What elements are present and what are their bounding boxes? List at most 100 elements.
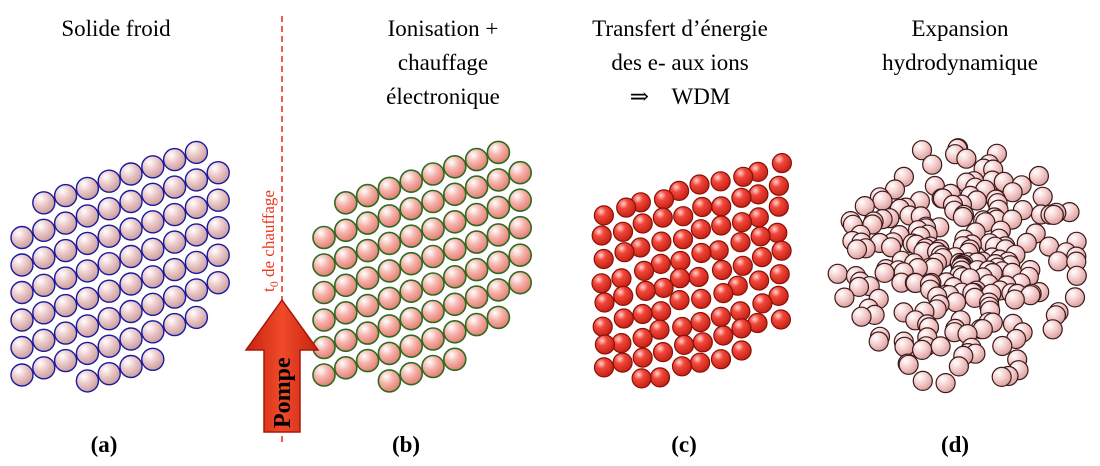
atom-icon <box>10 225 34 250</box>
atom-icon <box>653 189 675 210</box>
atom-icon <box>635 280 656 301</box>
atom-icon <box>653 277 674 298</box>
atom-icon <box>355 238 380 263</box>
atom-icon <box>770 309 792 330</box>
atom-icon <box>32 328 56 352</box>
atom-icon <box>711 259 733 281</box>
atom-icon <box>75 369 100 393</box>
atom-icon <box>184 195 209 220</box>
atom-icon <box>898 354 919 375</box>
atom-icon <box>846 239 868 260</box>
panel-d-title-line: hydrodynamique <box>882 50 1038 75</box>
atom-icon <box>355 266 380 290</box>
atom-icon <box>486 305 511 330</box>
atom-icon <box>632 303 653 325</box>
atom-icon <box>421 354 445 379</box>
atom-icon <box>748 184 769 205</box>
atom-icon <box>141 265 165 289</box>
atom-icon <box>377 341 402 366</box>
atom-icon <box>930 336 951 357</box>
atom-icon <box>711 196 732 217</box>
atom-icon <box>442 237 467 262</box>
atom-icon <box>75 204 100 228</box>
atom-icon <box>97 307 121 331</box>
atom-icon <box>355 348 380 373</box>
atom-icon <box>141 292 165 316</box>
atom-icon <box>421 162 445 186</box>
atom-icon <box>710 306 731 327</box>
atom-icon <box>75 286 100 311</box>
atom-icon <box>508 160 533 185</box>
atom-icon <box>421 299 445 324</box>
atom-icon <box>651 231 672 252</box>
atom-icon <box>673 334 695 355</box>
atom-icon <box>162 230 187 254</box>
atom-icon <box>206 243 230 267</box>
atom-icon <box>771 240 792 261</box>
atom-icon <box>508 243 533 267</box>
atom-icon <box>10 280 34 305</box>
atom-icon <box>442 319 467 344</box>
atom-icon <box>669 290 690 311</box>
atom-icon <box>1028 165 1050 187</box>
atom-icon <box>730 232 751 253</box>
atom-icon <box>53 266 78 290</box>
atom-icon <box>834 287 855 308</box>
atom-icon <box>464 230 489 254</box>
atom-icon <box>442 182 467 207</box>
atom-icon <box>827 263 848 284</box>
atom-icon <box>593 357 615 378</box>
atom-icon <box>97 362 121 386</box>
atom-icon <box>464 312 489 337</box>
atom-icon <box>710 349 732 370</box>
atom-icon <box>592 316 613 337</box>
atom-icon <box>1042 319 1063 340</box>
atom-icon <box>690 219 712 240</box>
atom-icon <box>751 247 773 268</box>
atom-icon <box>141 320 165 344</box>
atom-icon <box>650 301 672 322</box>
atom-icon <box>53 293 78 318</box>
atom-icon <box>377 369 402 393</box>
atom-icon <box>768 175 790 196</box>
atom-icon <box>421 244 445 269</box>
atom-icon <box>769 264 790 285</box>
atom-icon <box>692 332 713 353</box>
atom-icon <box>442 155 467 179</box>
atom-icon <box>53 348 78 373</box>
atom-icon <box>731 187 752 208</box>
atom-icon <box>731 340 752 361</box>
atom-icon <box>141 210 165 234</box>
atom-icon <box>486 140 511 165</box>
atom-icon <box>333 218 358 243</box>
atom-icon <box>649 367 671 388</box>
atom-icon <box>377 286 402 311</box>
atom-icon <box>399 224 424 248</box>
atom-icon <box>672 316 693 338</box>
panel-c-title-line: Transfert d’énergie <box>592 16 768 41</box>
atom-icon <box>952 206 974 228</box>
panel-b-atom-lattice <box>312 140 533 393</box>
atom-icon <box>333 355 358 380</box>
atom-icon <box>312 280 336 305</box>
atom-icon <box>333 328 358 353</box>
panel-b-title-line: Ionisation + <box>388 16 499 41</box>
atom-icon <box>593 205 615 226</box>
atom-icon <box>508 270 533 295</box>
atom-icon <box>355 183 380 208</box>
atom-icon <box>206 215 230 240</box>
atom-icon <box>184 168 209 192</box>
atom-icon <box>1032 186 1053 207</box>
atom-icon <box>874 262 895 283</box>
panel-a-title: Solide froid <box>61 16 171 41</box>
atom-icon <box>616 197 637 218</box>
atom-icon <box>1002 182 1023 203</box>
atom-icon <box>854 196 875 217</box>
atom-icon <box>486 250 511 275</box>
atom-icon <box>184 278 209 302</box>
atom-icon <box>162 257 187 282</box>
atom-icon <box>119 299 143 324</box>
atom-icon <box>141 347 165 371</box>
atom-icon <box>10 363 34 387</box>
panel-d-label: (d) <box>941 432 969 457</box>
